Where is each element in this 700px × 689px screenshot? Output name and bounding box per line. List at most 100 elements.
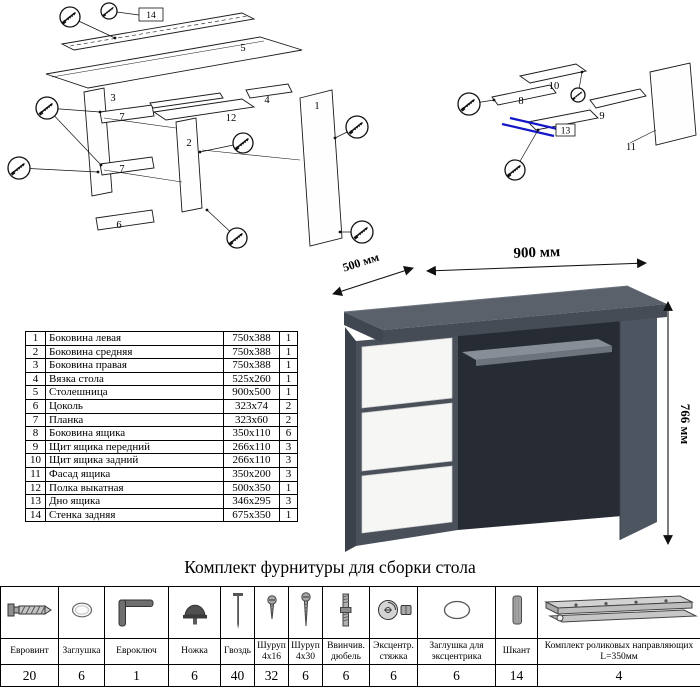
hardware-icons-row <box>0 586 700 639</box>
part-size: 266x110 <box>223 453 280 468</box>
left-side-panel <box>299 89 343 247</box>
part-size: 750x388 <box>223 331 280 346</box>
drawer-front-middle <box>361 402 453 472</box>
part-label-6: 6 <box>116 220 121 231</box>
part-size: 900x500 <box>223 385 280 400</box>
dowel-screw-icon <box>340 593 352 627</box>
part-num: 13 <box>25 494 46 509</box>
part-name: Стенка задняя <box>45 507 224 523</box>
part-qty: 2 <box>279 412 298 428</box>
exploded-desk-diagram <box>45 12 343 247</box>
part-name: Вязка стола <box>45 371 224 387</box>
part-qty: 3 <box>279 453 298 468</box>
euro-screw-icon <box>7 603 52 617</box>
hardware-qty-row: 20 6 1 6 40 32 6 6 6 6 14 4 <box>0 664 700 687</box>
part-qty: 3 <box>279 494 298 509</box>
hardware-qty: 6 <box>322 664 370 687</box>
part-qty: 2 <box>279 398 298 414</box>
hardware-name: Евровинт <box>0 638 59 665</box>
part-name: Боковина левая <box>45 331 224 346</box>
part-label-5: 5 <box>240 43 245 54</box>
part-qty: 3 <box>279 466 298 482</box>
drawer-back-panel <box>518 63 588 84</box>
part-num: 14 <box>25 507 46 523</box>
part-name: Боковина ящика <box>45 426 224 441</box>
part-size: 350x110 <box>223 426 280 441</box>
part-row: 14 Стенка задняя 675x350 1 <box>25 507 298 523</box>
part-num: 7 <box>25 412 46 428</box>
part-size: 750x388 <box>223 358 280 373</box>
part-qty: 1 <box>279 507 298 523</box>
plinth-panel <box>95 209 155 231</box>
part-row: 13 Дно ящика 346x295 3 <box>25 494 298 509</box>
part-row: 1 Боковина левая 750x388 1 <box>25 331 298 346</box>
drawer-side-panel <box>491 84 557 106</box>
part-qty: 6 <box>279 426 298 441</box>
hardware-qty: 1 <box>104 664 169 687</box>
part-num: 3 <box>25 358 46 373</box>
hardware-name: Шуруп 4x30 <box>288 638 323 665</box>
part-qty: 3 <box>279 439 298 455</box>
part-label-3: 3 <box>110 93 115 104</box>
part-name: Боковина правая <box>45 358 224 373</box>
part-row: 2 Боковина средняя 750x388 1 <box>25 344 298 360</box>
part-num: 1 <box>25 331 46 346</box>
part-name: Дно ящика <box>45 494 224 509</box>
hex-key-icon <box>118 599 153 627</box>
part-label-4: 4 <box>264 95 270 106</box>
hardware-kit-title: Комплект фурнитуры для сборки стола <box>184 557 476 577</box>
part-num: 4 <box>25 371 46 387</box>
hardware-qty: 20 <box>0 664 59 687</box>
part-row: 9 Щит ящика передний 266x110 3 <box>25 439 298 455</box>
tabletop-panel <box>45 36 303 89</box>
cam-lock-icon <box>377 600 411 620</box>
hardware-qty: 4 <box>537 664 700 687</box>
back-wall-panel <box>60 12 256 51</box>
height-dimension-label: 766 мм <box>678 404 693 445</box>
part-size: 323x60 <box>223 412 280 428</box>
wood-dowel-icon <box>512 595 522 625</box>
hardware-name: Ввинчив. дюбель <box>322 638 370 665</box>
hardware-qty: 32 <box>254 664 289 687</box>
drawer-slide-icon <box>544 595 698 623</box>
part-label-1: 1 <box>314 101 319 112</box>
drawer-bottom-panel <box>527 109 599 131</box>
part-name: Щит ящика передний <box>45 439 224 455</box>
drawer-front-bottom <box>361 465 453 534</box>
hardware-name: Шуруп 4x16 <box>254 638 289 665</box>
part-num: 6 <box>25 398 46 414</box>
right-side-panel <box>83 87 113 197</box>
drawer-facade-panel <box>649 62 697 146</box>
part-size: 266x110 <box>223 439 280 455</box>
drawer-front-panel <box>589 88 647 109</box>
hardware-name: Евроключ <box>104 638 169 665</box>
part-name: Планка <box>45 412 224 428</box>
hardware-callouts-right <box>457 70 586 181</box>
part-label-13: 13 <box>561 127 571 137</box>
part-row: 12 Полка выкатная 500x350 1 <box>25 480 298 496</box>
part-row: 6 Цоколь 323x74 2 <box>25 398 298 414</box>
middle-side-panel <box>175 117 203 213</box>
hardware-name: Шкант <box>495 638 538 665</box>
part-name: Боковина средняя <box>45 344 224 360</box>
part-row: 8 Боковина ящика 350x110 6 <box>25 426 298 441</box>
part-qty: 1 <box>279 480 298 496</box>
part-size: 750x388 <box>223 344 280 360</box>
part-name: Фасад ящика <box>45 466 224 482</box>
part-size: 675x350 <box>223 507 280 523</box>
hardware-name: Комплект роликовых направляющих L=350мм <box>537 638 700 665</box>
part-label-8: 8 <box>518 96 523 107</box>
hardware-qty: 6 <box>168 664 221 687</box>
part-label-2: 2 <box>186 138 191 149</box>
hardware-qty: 6 <box>417 664 496 687</box>
part-qty: 1 <box>279 385 298 400</box>
part-size: 323x74 <box>223 398 280 414</box>
part-row: 4 Вязка стола 525x260 1 <box>25 371 298 387</box>
hardware-name: Заглушка <box>58 638 105 665</box>
nail-icon <box>232 593 243 629</box>
part-size: 500x350 <box>223 480 280 496</box>
part-label-12: 12 <box>226 113 237 124</box>
desk-render <box>343 285 667 552</box>
part-size: 525x260 <box>223 371 280 387</box>
part-num: 2 <box>25 344 46 360</box>
